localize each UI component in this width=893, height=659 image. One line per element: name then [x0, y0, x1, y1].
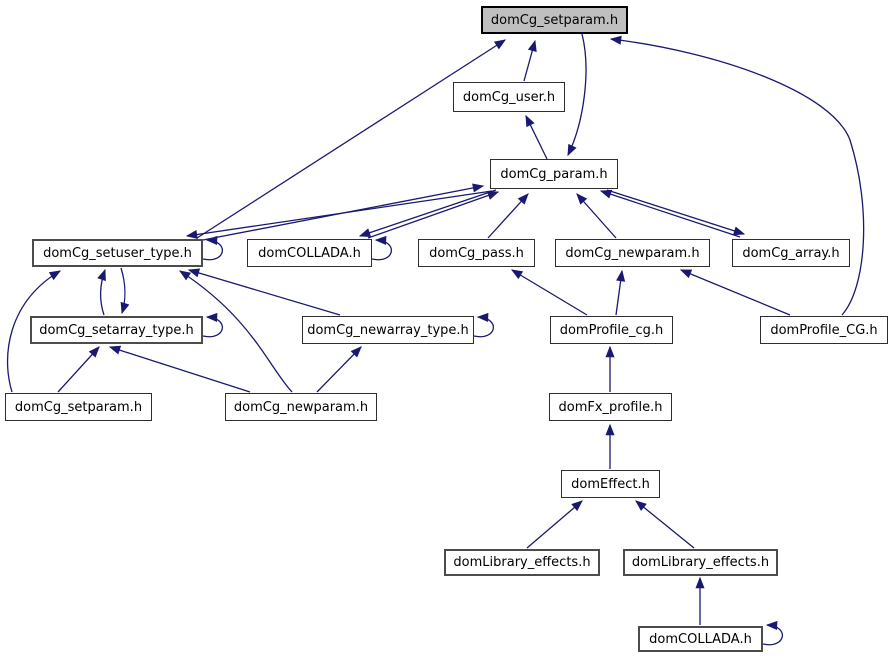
node-user[interactable]: domCg_user.h: [453, 82, 565, 112]
edge-setuser-type-to-setparam-top: [196, 39, 507, 239]
edge-profile-cg-lower-to-pass: [510, 269, 588, 316]
edge-setparam-bottom-to-setarray-type: [57, 346, 100, 393]
edge-newparam-mid-to-param: [576, 193, 617, 239]
edge-collada-bottom-self-loop: [762, 620, 784, 646]
edge-newarray-type-self-loop: [473, 312, 495, 338]
edge-setparam-bottom-to-setuser-type: [6, 270, 62, 393]
edge-profile-cg-upper-to-newparam-mid: [679, 269, 791, 316]
node-setarray-type[interactable]: domCg_setarray_type.h: [30, 316, 203, 344]
edge-library-effects-right-to-effect: [635, 500, 695, 549]
edge-setarray-type-self-loop: [202, 312, 224, 338]
node-collada-bottom[interactable]: domCOLLADA.h: [638, 626, 763, 652]
node-profile-cg-upper[interactable]: domProfile_CG.h: [760, 316, 888, 344]
node-array[interactable]: domCg_array.h: [732, 239, 850, 267]
edge-newparam-bottom-to-setarray-type: [108, 345, 251, 393]
edge-user-to-setparam-top: [523, 39, 537, 82]
edge-profile-cg-upper-to-setparam-top: [609, 35, 865, 316]
edge-setarray-type-to-setuser-type: [97, 268, 106, 316]
edge-setparam-top-to-param: [567, 33, 587, 157]
node-newparam-mid[interactable]: domCg_newparam.h: [555, 239, 710, 267]
edge-setuser-type-self-loop: [202, 235, 224, 261]
node-pass[interactable]: domCg_pass.h: [418, 239, 535, 267]
edge-param-to-user: [525, 114, 548, 160]
edge-array-to-param: [599, 189, 741, 238]
edge-newparam-bottom-to-setuser-type: [178, 270, 293, 393]
edge-newarray-type-to-setuser-type: [187, 268, 341, 316]
edge-library-effects-left-to-effect: [526, 500, 583, 549]
node-newarray-type[interactable]: domCg_newarray_type.h: [302, 316, 474, 344]
edge-param-to-setuser-type: [185, 190, 493, 240]
edge-collada-mid-self-loop: [371, 235, 393, 261]
node-setuser-type[interactable]: domCg_setuser_type.h: [32, 239, 203, 267]
node-collada-mid[interactable]: domCOLLADA.h: [247, 239, 372, 267]
edge-setuser-type-to-setarray-type: [120, 267, 130, 315]
node-library-effects-left[interactable]: domLibrary_effects.h: [444, 549, 600, 576]
edge-pass-to-param: [487, 193, 529, 239]
edge-param-to-array: [606, 189, 746, 236]
edge-collada-mid-to-param: [367, 191, 500, 239]
node-setparam-bottom[interactable]: domCg_setparam.h: [5, 393, 152, 421]
node-param[interactable]: domCg_param.h: [490, 159, 618, 189]
node-library-effects-right[interactable]: domLibrary_effects.h: [623, 549, 778, 576]
edge-profile-cg-lower-to-newparam-mid: [615, 269, 626, 316]
node-profile-cg-lower[interactable]: domProfile_cg.h: [550, 316, 673, 344]
edge-newparam-bottom-to-newarray-type: [316, 346, 362, 393]
node-effect[interactable]: domEffect.h: [561, 470, 660, 498]
node-setparam-top[interactable]: domCg_setparam.h: [481, 6, 628, 34]
node-fx-profile[interactable]: domFx_profile.h: [549, 393, 672, 421]
edge-param-to-collada-mid: [358, 189, 497, 238]
node-newparam-bottom[interactable]: domCg_newparam.h: [225, 393, 377, 421]
